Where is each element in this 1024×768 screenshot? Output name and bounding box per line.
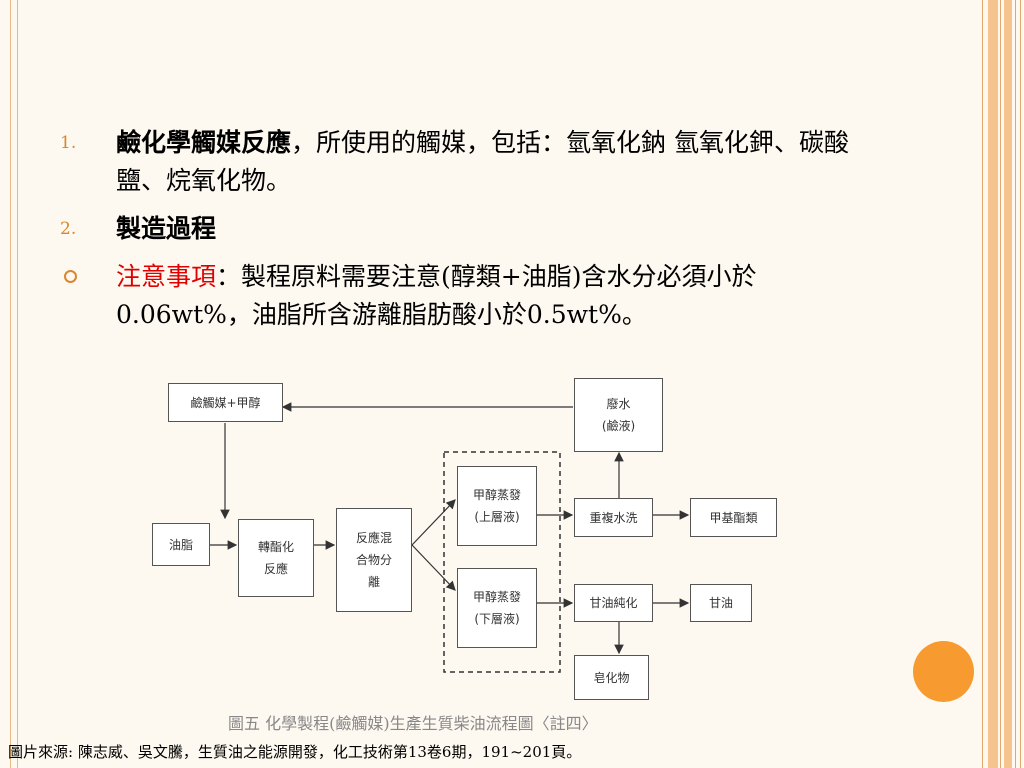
transesterification-box: 轉酯化 反應 <box>238 519 314 597</box>
bullet-item-notice: 注意事項：製程原料需要注意(醇類+油脂)含水分必須小於0.06wt%，油脂所含游… <box>60 258 880 334</box>
process-flow-diagram: 鹼觸媒+甲醇 廢水 (鹼液) 油脂 轉酯化 反應 反應混 合物分 離 甲醇蒸發 … <box>140 370 800 715</box>
methanol-evaporation-upper-box: 甲醇蒸發 (上層液) <box>457 466 537 546</box>
diagram-caption: 圖五 化學製程(鹼觸媒)生產生質柴油流程圖〈註四〉 <box>228 714 598 733</box>
left-frame-border <box>10 0 18 768</box>
methanol-evaporation-lower-box: 甲醇蒸發 (下層液) <box>457 568 537 648</box>
glycerol-purification-box: 甘油純化 <box>574 584 653 622</box>
bullet-list: 1. 鹼化學觸媒反應，所使用的觸媒，包括：氫氧化鈉 氫氧化鉀、碳酸鹽、烷氧化物。… <box>60 124 880 344</box>
catalyst-methanol-box: 鹼觸媒+甲醇 <box>168 383 283 422</box>
mixture-separation-box: 反應混 合物分 離 <box>336 508 412 612</box>
bullet-text: ：製程原料需要注意(醇類+油脂)含水分必須小於0.06wt%，油脂所含游離脂肪酸… <box>116 262 757 329</box>
image-source-citation: 圖片來源: 陳志威、吳文騰，生質油之能源開發，化工技術第13卷6期，191~20… <box>8 743 582 761</box>
decorative-orange-circle <box>913 641 974 702</box>
oil-box: 油脂 <box>152 523 210 566</box>
glycerol-box: 甘油 <box>690 584 752 622</box>
bullet-item-process: 2. 製造過程 <box>60 210 880 248</box>
waste-water-box: 廢水 (鹼液) <box>574 378 663 452</box>
flow-arrows <box>210 402 690 673</box>
ring-bullet-icon <box>64 270 77 283</box>
bullet-item-catalyst: 1. 鹼化學觸媒反應，所使用的觸媒，包括：氫氧化鈉 氫氧化鉀、碳酸鹽、烷氧化物。 <box>60 124 880 200</box>
bullet-text: ，所使用的觸媒，包括：氫氧化鈉 氫氧化鉀、碳酸鹽、烷氧化物。 <box>116 128 849 195</box>
methyl-ester-box: 甲基酯類 <box>690 498 777 537</box>
bullet-highlight: 鹼化學觸媒反應 <box>116 128 292 157</box>
bullet-highlight: 注意事項 <box>116 262 217 291</box>
repeated-water-wash-box: 重複水洗 <box>574 498 653 537</box>
right-frame-stripes <box>978 0 1024 768</box>
bullet-highlight: 製造過程 <box>116 214 217 243</box>
bullet-number: 1. <box>60 133 77 153</box>
bullet-number: 2. <box>60 219 77 239</box>
soap-box: 皂化物 <box>574 655 649 700</box>
